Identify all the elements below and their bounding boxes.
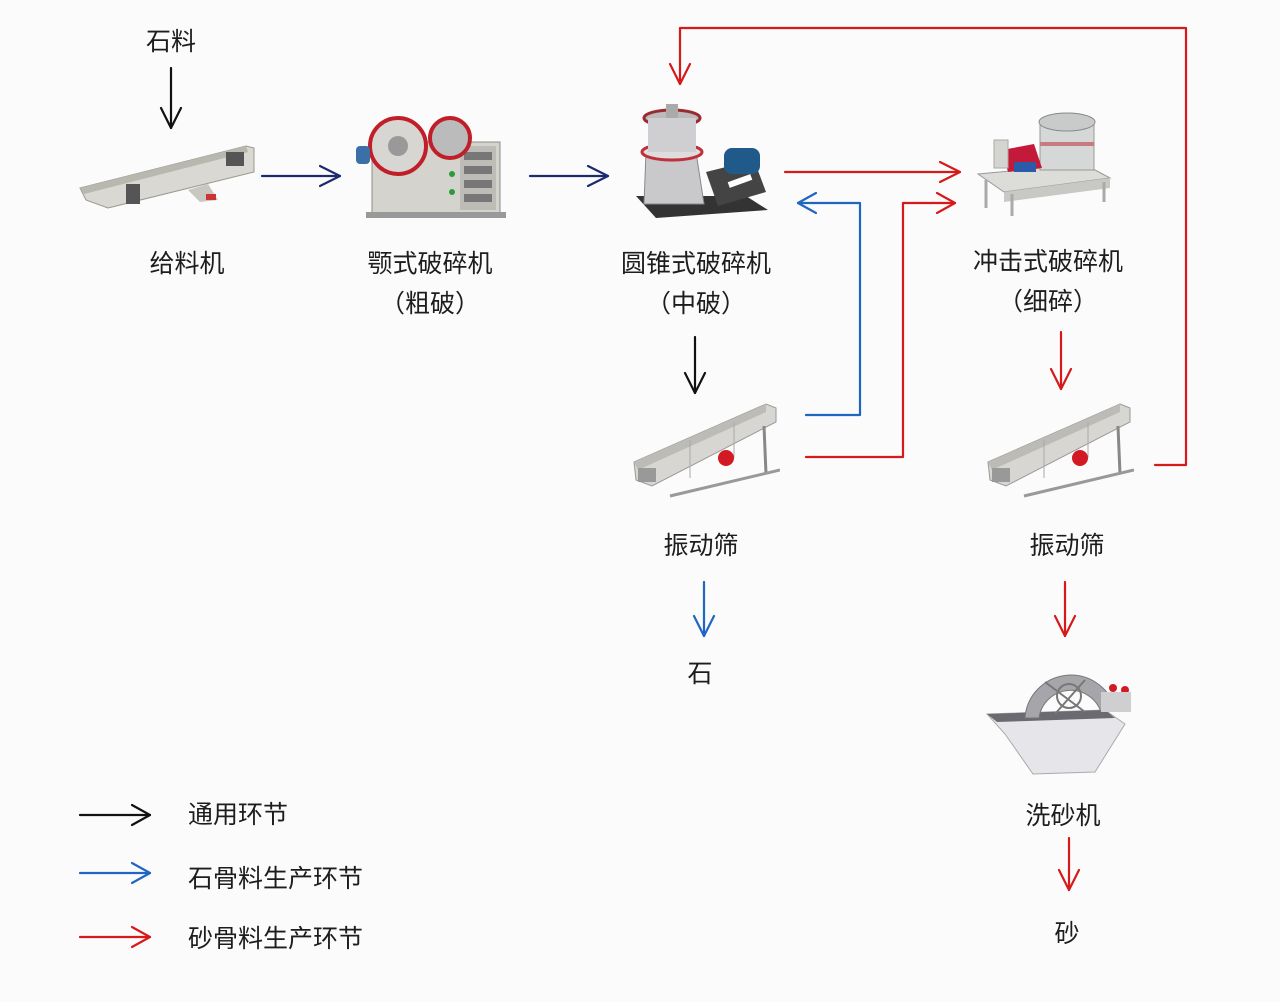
legend-arrow-sand	[78, 925, 152, 949]
arrow-screen1-to-impact	[804, 191, 957, 459]
arrow-washer-to-sand	[1057, 836, 1081, 892]
vibrating-screen-2-label: 振动筛	[1029, 531, 1105, 560]
arrow-jaw-to-cone	[528, 164, 610, 188]
legend-label-general: 通用环节	[188, 800, 289, 829]
jaw-crusher-machine-icon	[356, 116, 506, 218]
legend-arrow-stone	[78, 861, 152, 885]
vibrating-screen-1-label: 振动筛	[663, 531, 739, 560]
impact-crusher-label: 冲击式破碎机 （细碎）	[973, 246, 1123, 318]
arrow-feeder-to-jaw	[260, 164, 342, 188]
legend-label-stone: 石骨料生产环节	[188, 864, 364, 893]
output-sand-label: 砂	[1054, 919, 1080, 948]
jaw-crusher-name: 颚式破碎机	[367, 249, 493, 278]
cone-crusher-label: 圆锥式破碎机 （中破）	[621, 248, 771, 320]
cone-crusher-name: 圆锥式破碎机	[620, 249, 772, 278]
jaw-crusher-label: 颚式破碎机 （粗破）	[367, 248, 492, 320]
vibrating-screen-2-machine-icon	[987, 403, 1134, 498]
arrow-impact-to-screen2	[1049, 330, 1073, 391]
sand-washer-machine-icon	[985, 674, 1131, 775]
feeder-label: 给料机	[149, 249, 225, 278]
legend-label-sand: 砂骨料生产环节	[188, 924, 364, 953]
arrow-cone-to-impact	[783, 160, 962, 184]
legend-arrow-general	[78, 803, 152, 827]
impact-crusher-stage: （细碎）	[997, 287, 1099, 316]
input-label-stone-material: 石料	[145, 27, 197, 56]
sand-washer-label: 洗砂机	[1025, 801, 1101, 830]
cone-crusher-stage: （中破）	[645, 289, 747, 318]
output-stone-label: 石	[687, 659, 713, 688]
feeder-machine-icon	[79, 145, 255, 209]
impact-crusher-name: 冲击式破碎机	[972, 247, 1124, 276]
arrow-screen1-to-stone	[692, 580, 716, 638]
arrow-input-to-feeder	[159, 66, 183, 130]
arrow-cone-to-screen1	[683, 335, 707, 395]
impact-crusher-machine-icon	[976, 112, 1112, 216]
arrow-screen1-return-to-cone	[796, 191, 862, 417]
jaw-crusher-stage: （粗破）	[379, 289, 481, 318]
cone-crusher-machine-icon	[636, 104, 768, 218]
arrow-screen2-return-to-cone	[668, 26, 1188, 467]
arrow-screen2-to-washer	[1053, 580, 1077, 638]
vibrating-screen-1-machine-icon	[633, 403, 780, 498]
